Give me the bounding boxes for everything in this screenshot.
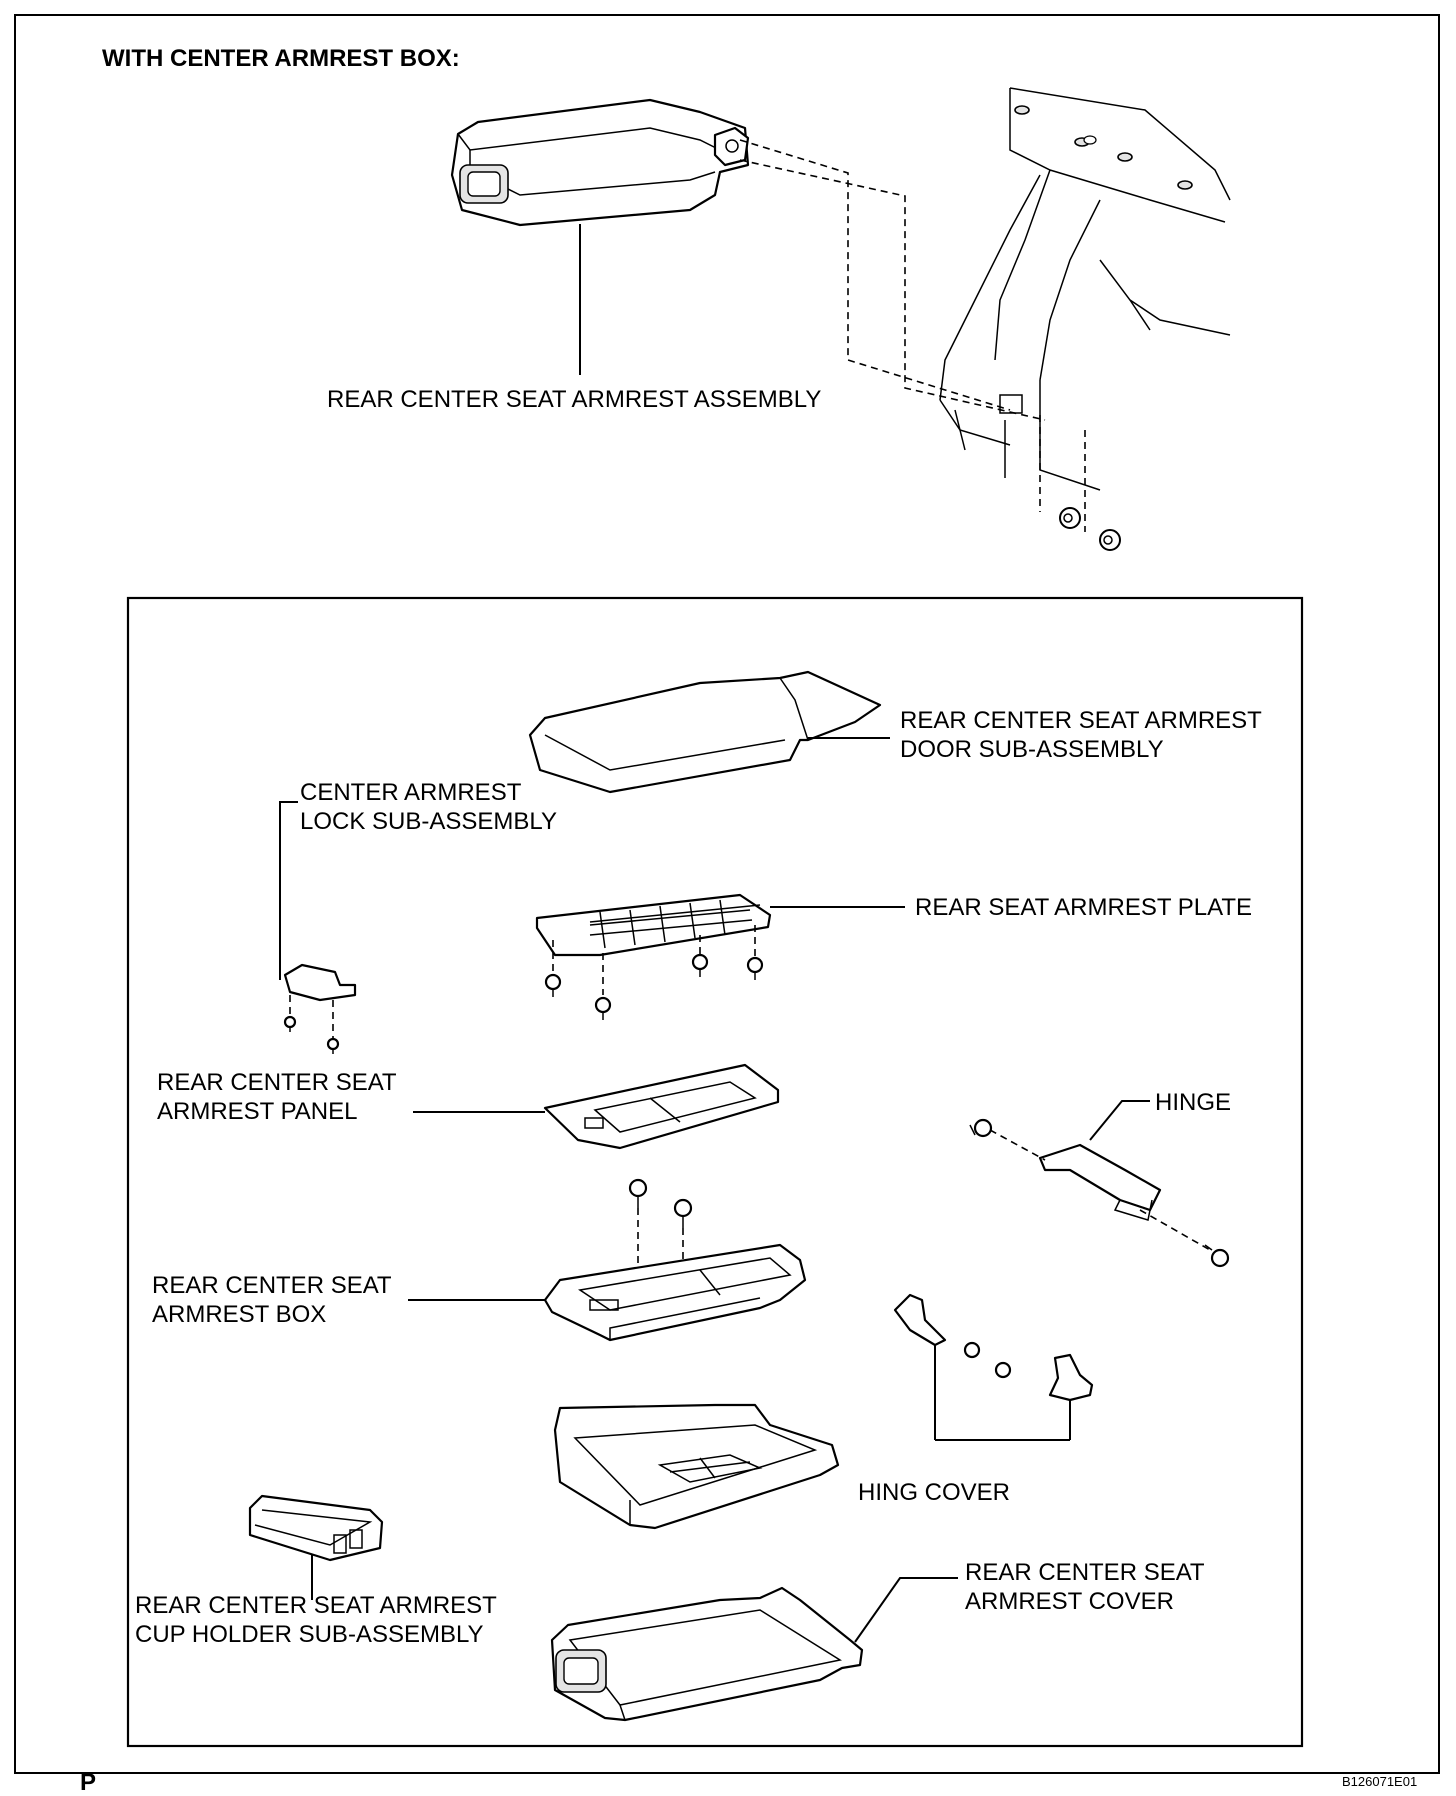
armrest-assembly-illustration: [450, 98, 750, 227]
footer-figure-id: B126071E01: [1342, 1774, 1417, 1789]
label-door-sub-line2: DOOR SUB-ASSEMBLY: [900, 736, 1164, 763]
hinge-screw-line-1: [989, 1129, 1046, 1161]
screw-lock-2: [326, 1037, 340, 1054]
nut-2: [1099, 529, 1121, 551]
label-hing-cover: HING COVER: [858, 1479, 1010, 1506]
armrest-box-illustration: [543, 1243, 807, 1342]
box-screw-2: [673, 1198, 693, 1228]
leader-hing-cover: [934, 1345, 1071, 1441]
footer-section-letter: P: [80, 1769, 96, 1796]
leader-cover: [854, 1577, 958, 1643]
label-cover-line1: REAR CENTER SEAT: [965, 1559, 1205, 1586]
lock-sub-assembly-illustration: [283, 963, 357, 1002]
label-plate: REAR SEAT ARMREST PLATE: [915, 894, 1252, 921]
alignment-line-lower: [739, 159, 1046, 421]
label-panel-line1: REAR CENTER SEAT: [157, 1069, 397, 1096]
seat-back-illustration: [939, 87, 1231, 491]
label-cup-line1: REAR CENTER SEAT ARMREST: [135, 1592, 497, 1619]
label-lock-line2: LOCK SUB-ASSEMBLY: [300, 808, 557, 835]
door-sub-assembly-illustration: [528, 670, 882, 794]
hinge-cover-left-illustration: [893, 1293, 947, 1347]
label-armrest-assembly: REAR CENTER SEAT ARMREST ASSEMBLY: [327, 386, 821, 413]
components-frame: [126, 596, 1304, 1748]
box-tray-illustration: [553, 1403, 840, 1530]
hinge-screw-line-2: [1139, 1209, 1211, 1251]
label-hinge: HINGE: [1155, 1089, 1231, 1116]
label-panel-line2: ARMREST PANEL: [157, 1098, 358, 1125]
label-cover-line2: ARMREST COVER: [965, 1588, 1174, 1615]
outer-frame: [14, 14, 1440, 1774]
hinge-screw-1: [969, 1118, 993, 1138]
armrest-cover-illustration: [550, 1586, 864, 1722]
hinge-cover-nut-1: [963, 1341, 981, 1359]
hinge-cover-right-illustration: [1048, 1353, 1094, 1402]
hinge-screw-2: [1204, 1244, 1230, 1268]
hinge-illustration: [1038, 1143, 1162, 1221]
section-header: WITH CENTER ARMREST BOX:: [102, 45, 460, 72]
label-box-line1: REAR CENTER SEAT: [152, 1272, 392, 1299]
leader-lock: [279, 801, 298, 980]
label-cup-line2: CUP HOLDER SUB-ASSEMBLY: [135, 1621, 484, 1648]
armrest-plate-illustration: [535, 893, 772, 957]
label-lock-line1: CENTER ARMREST: [300, 779, 522, 806]
screw-plate-1: [544, 973, 562, 997]
screw-plate-2: [594, 996, 612, 1020]
armrest-panel-illustration: [543, 1063, 780, 1150]
screw-plate-3: [691, 953, 709, 977]
alignment-line-upper: [739, 139, 1011, 411]
screw-plate-4: [746, 956, 764, 980]
label-box-line2: ARMREST BOX: [152, 1301, 326, 1328]
label-door-sub-line1: REAR CENTER SEAT ARMREST: [900, 707, 1262, 734]
nut-1: [1059, 507, 1081, 529]
box-screw-1: [628, 1178, 648, 1208]
screw-lock-1: [283, 1015, 297, 1032]
cup-holder-illustration: [248, 1494, 384, 1562]
hinge-cover-nut-2: [994, 1361, 1012, 1379]
leader-hinge: [1089, 1100, 1150, 1141]
